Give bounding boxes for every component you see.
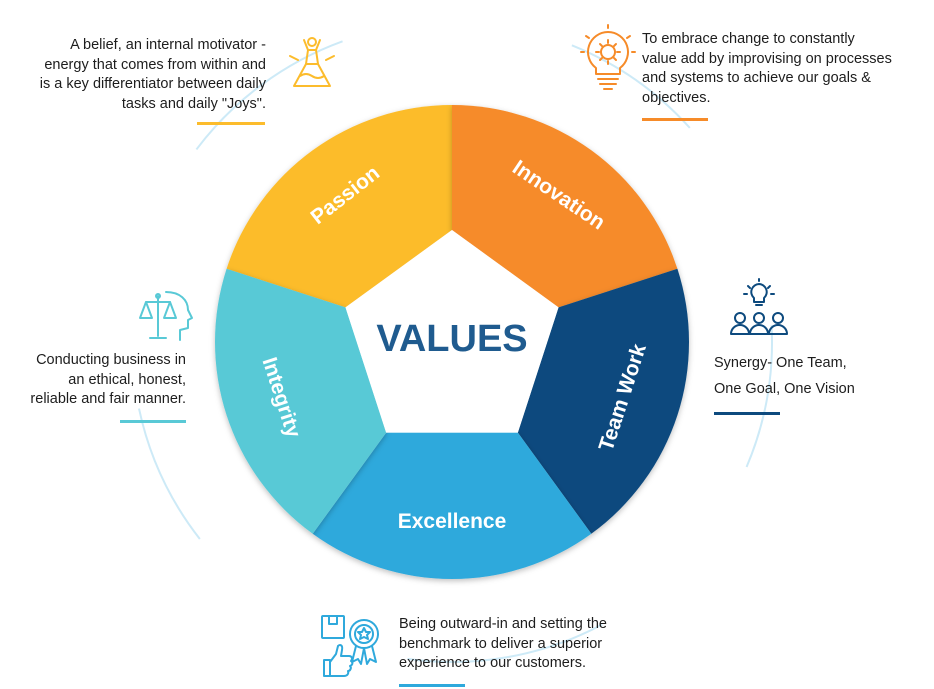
- gear-bulb-icon: [580, 24, 636, 90]
- innovation-description-text: To embrace change to constantly value ad…: [642, 31, 892, 106]
- excellence-description: Being outward-in and setting the benchma…: [399, 615, 689, 687]
- teamwork-segment: [517, 268, 689, 534]
- teamwork-description: Synergy- One Team, One Goal, One Vision: [714, 350, 934, 415]
- center-title: VALUES: [376, 318, 527, 360]
- teamwork-accent-bar: [714, 412, 780, 415]
- team-idea-icon: [730, 278, 788, 335]
- integrity-description: Conducting business in an ethical, hones…: [0, 351, 186, 423]
- excellence-accent-bar: [399, 683, 465, 687]
- innovation-accent-bar: [642, 118, 708, 121]
- excellence-label: Excellence: [398, 510, 507, 533]
- excellence-description-text: Being outward-in and setting the benchma…: [399, 616, 607, 671]
- outer-ring-arc: [407, 623, 603, 663]
- passion-segment: [226, 105, 452, 308]
- outer-ring-arc: [571, 44, 691, 129]
- passion-accent-bar: [197, 122, 265, 125]
- passion-description: A belief, an internal motivator - energy…: [0, 36, 266, 125]
- passion-description-text: A belief, an internal motivator - energy…: [39, 37, 266, 112]
- excellence-segment: [312, 432, 592, 579]
- award-thumbsup-icon: [321, 615, 379, 677]
- scales-head-icon: [139, 291, 193, 341]
- outer-ring-arc: [745, 325, 773, 468]
- outer-ring: [138, 40, 773, 663]
- center-pentagon: [345, 230, 559, 433]
- mountain-summit-icon: [289, 37, 335, 87]
- center-pentagon-shape: [345, 230, 559, 433]
- outer-ring-arc: [138, 408, 201, 540]
- innovation-description: To embrace change to constantly value ad…: [642, 30, 934, 121]
- outer-ring-arc: [195, 40, 343, 151]
- integrity-description-text: Conducting business in an ethical, hones…: [30, 352, 186, 407]
- innovation-segment: [452, 105, 678, 308]
- wheel-segments: [214, 105, 689, 579]
- integrity-segment: [214, 268, 387, 534]
- teamwork-description-text: Synergy- One Team, One Goal, One Vision: [714, 355, 855, 397]
- integrity-accent-bar: [120, 419, 186, 423]
